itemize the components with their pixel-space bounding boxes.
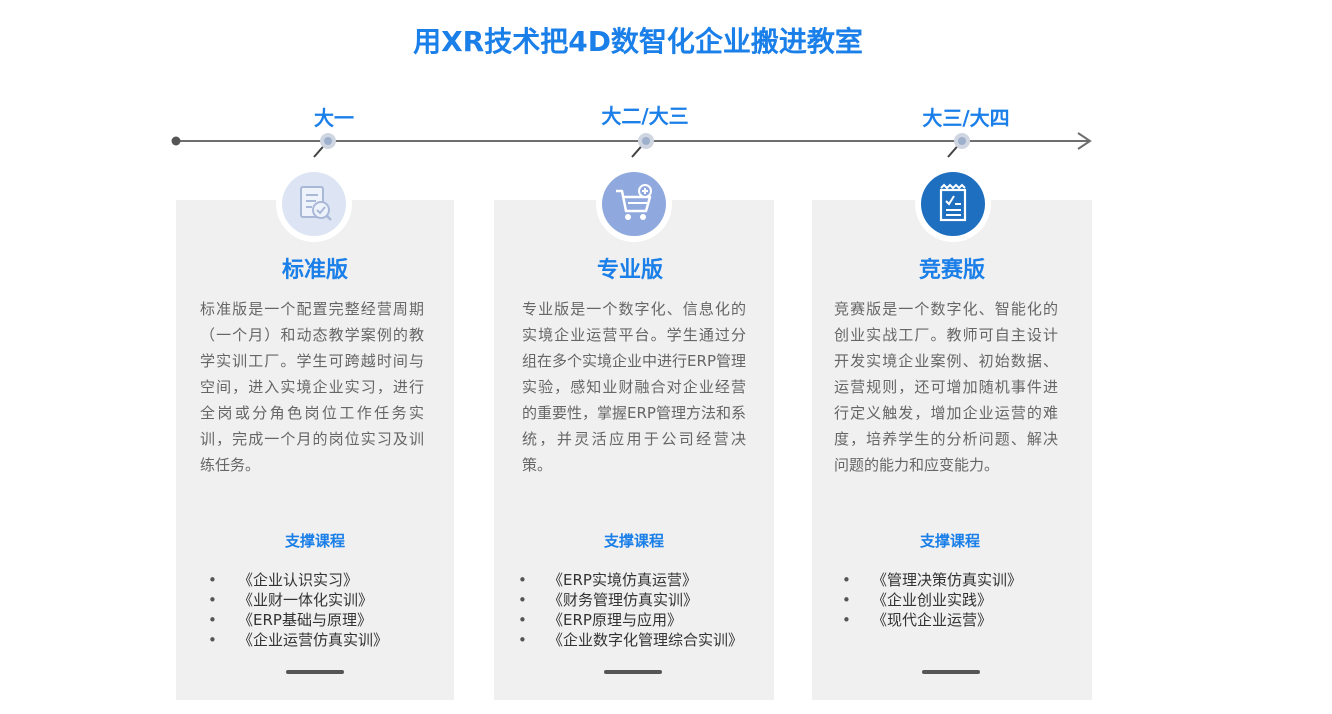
course-list-professional: 《ERP实境仿真运营》 《财务管理仿真实训》 《ERP原理与应用》 《企业数字化…: [518, 570, 743, 650]
course-item: 《管理决策仿真实训》: [842, 570, 1022, 590]
card-description-standard: 标准版是一个配置完整经营周期（一个月）和动态教学案例的教学实训工厂。学生可跨越时…: [200, 300, 424, 474]
support-courses-label-competition: 支撑课程: [919, 532, 980, 550]
shopping-cart-add-icon: [602, 172, 666, 236]
card-title-professional: 专业版: [596, 258, 663, 283]
course-item: 《企业数字化管理综合实训》: [518, 630, 743, 650]
card-title-standard: 标准版: [281, 258, 348, 283]
card-bottom-bar: [604, 670, 662, 674]
timeline-start-dot: [171, 136, 181, 146]
course-item: 《财务管理仿真实训》: [518, 590, 743, 610]
course-item: 《ERP基础与原理》: [208, 610, 388, 630]
course-item: 《业财一体化实训》: [208, 590, 388, 610]
card-description-competition: 竞赛版是一个数字化、智能化的创业实战工厂。教师可自主设计开发实境企业案例、初始数…: [834, 300, 1058, 474]
course-item: 《企业运营仿真实训》: [208, 630, 388, 650]
card-title-competition: 竞赛版: [918, 258, 985, 283]
document-check-icon: [282, 172, 346, 236]
timeline-node-1: [313, 133, 336, 158]
icon-badge-competition: [915, 166, 991, 242]
support-courses-label-standard: 支撑课程: [284, 532, 345, 550]
course-item: 《企业创业实践》: [842, 590, 1022, 610]
timeline-node-2: [631, 133, 654, 158]
card-bottom-bar: [922, 670, 980, 674]
support-courses-label-professional: 支撑课程: [603, 532, 664, 550]
course-list-competition: 《管理决策仿真实训》 《企业创业实践》 《现代企业运营》: [842, 570, 1022, 630]
course-list-standard: 《企业认识实习》 《业财一体化实训》 《ERP基础与原理》 《企业运营仿真实训》: [208, 570, 388, 650]
course-item: 《现代企业运营》: [842, 610, 1022, 630]
icon-badge-professional: [596, 166, 672, 242]
stage-label-3: 大三/大四: [922, 106, 1010, 130]
card-description-professional: 专业版是一个数字化、信息化的实境企业运营平台。学生通过分组在多个实境企业中进行E…: [522, 300, 746, 474]
card-bottom-bar: [286, 670, 344, 674]
course-item: 《ERP实境仿真运营》: [518, 570, 743, 590]
timeline: [171, 132, 1092, 158]
stage-label-1: 大一: [314, 106, 354, 130]
course-item: 《企业认识实习》: [208, 570, 388, 590]
icon-badge-standard: [276, 166, 352, 242]
course-item: 《ERP原理与应用》: [518, 610, 743, 630]
receipt-check-icon: [921, 172, 985, 236]
timeline-node-3: [947, 133, 970, 158]
stage-label-2: 大二/大三: [601, 104, 689, 128]
page-title: 用XR技术把4D数智化企业搬进教室: [413, 25, 863, 58]
timeline-arrow-icon: [1077, 132, 1092, 150]
